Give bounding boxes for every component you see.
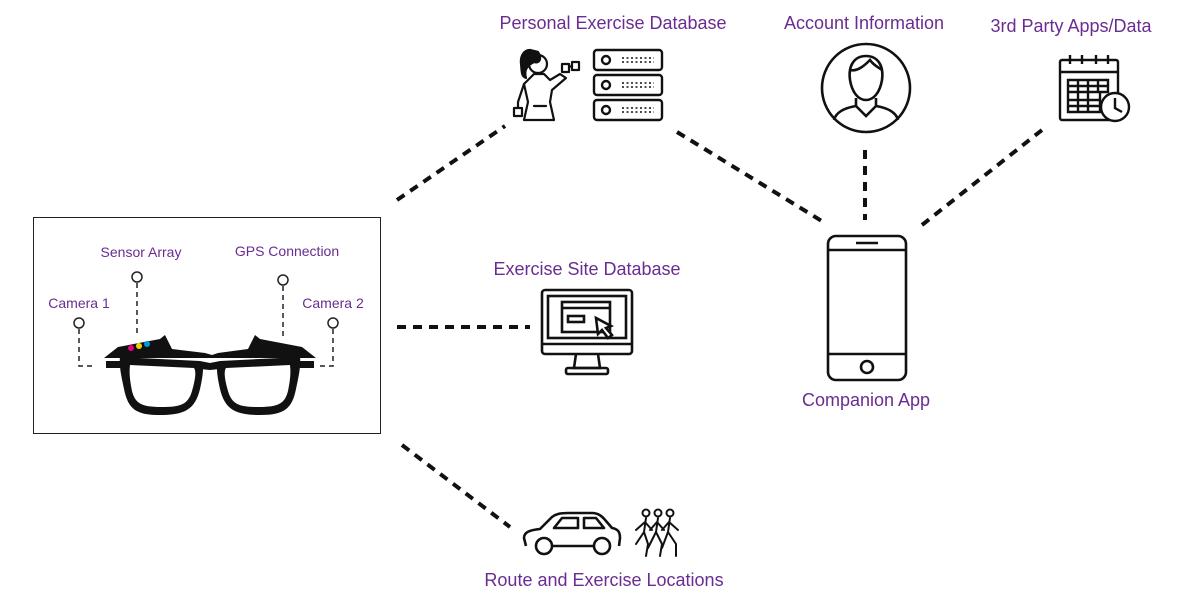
third-party-label: 3rd Party Apps/Data: [990, 16, 1152, 36]
calendar-clock-icon: [1058, 54, 1132, 126]
woman-dumbbell-icon: [510, 44, 585, 122]
camera-1-marker: [73, 317, 85, 329]
connector-app-personal-db: [675, 130, 827, 225]
camera-2-leader: [317, 329, 334, 367]
car-icon: [522, 511, 622, 556]
personal-exercise-db-label: Personal Exercise Database: [499, 13, 727, 33]
connector-glasses-personal-db: [395, 124, 507, 202]
sensor-dot-magenta: [128, 345, 134, 351]
monitor-cursor-icon: [540, 288, 634, 376]
camera-2-label: Camera 2: [302, 295, 364, 311]
camera-1-leader: [78, 329, 96, 367]
server-stack-icon: [592, 48, 664, 122]
camera-2-marker: [327, 317, 339, 329]
smartphone-icon: [826, 234, 908, 382]
companion-app-label: Companion App: [801, 390, 931, 410]
walkers-icon: [632, 508, 686, 558]
glasses-panel: [33, 217, 381, 434]
gps-connection-marker: [277, 274, 289, 286]
sensor-dot-blue: [144, 341, 150, 347]
gps-connection-label: GPS Connection: [234, 243, 340, 259]
exercise-site-db-label: Exercise Site Database: [493, 259, 681, 279]
sensor-array-marker: [131, 271, 143, 283]
sensor-dot-yellow: [136, 343, 142, 349]
account-info-label: Account Information: [783, 13, 945, 33]
camera-1-label: Camera 1: [48, 295, 110, 311]
routes-label: Route and Exercise Locations: [484, 570, 724, 590]
connector-glasses-routes: [400, 443, 512, 529]
smart-glasses-icon: [100, 325, 320, 425]
user-avatar-icon: [820, 42, 912, 134]
sensor-array-label: Sensor Array: [100, 244, 182, 260]
